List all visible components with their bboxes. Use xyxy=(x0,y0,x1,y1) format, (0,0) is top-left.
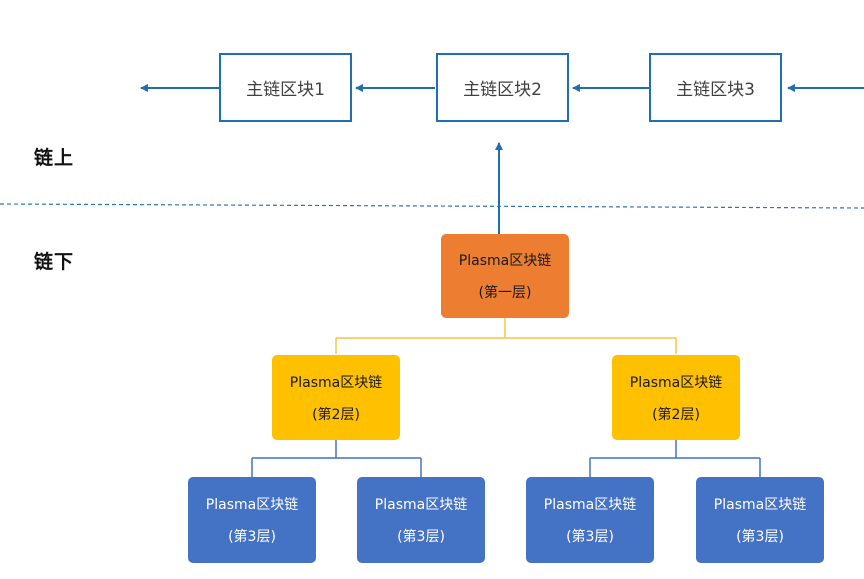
plasma-chain-layer1: Plasma区块链 (第一层) xyxy=(441,234,569,318)
plasma-chain-name: Plasma区块链 xyxy=(289,374,383,391)
plasma-chain-layer3-2: Plasma区块链 (第3层) xyxy=(357,477,485,563)
onchain-offchain-divider xyxy=(0,203,864,209)
plasma-chain-layer3-4: Plasma区块链 (第3层) xyxy=(696,477,824,563)
offchain-label: 链下 xyxy=(34,251,75,273)
plasma-chain-name: Plasma区块链 xyxy=(374,497,468,513)
plasma-chain-level: (第3层) xyxy=(566,529,614,545)
connector-layer1-to-layer2 xyxy=(335,318,677,354)
main-chain-block-3: 主链区块3 xyxy=(649,53,782,122)
plasma-chain-name: Plasma区块链 xyxy=(543,497,637,513)
main-chain-block-label: 主链区块1 xyxy=(246,80,325,100)
plasma-chain-name: Plasma区块链 xyxy=(629,374,723,391)
main-chain-block-label: 主链区块3 xyxy=(676,80,755,100)
plasma-chain-level: (第3层) xyxy=(228,529,276,545)
plasma-chain-level: (第一层) xyxy=(478,285,532,301)
plasma-chain-layer3-1: Plasma区块链 (第3层) xyxy=(188,477,316,563)
plasma-chain-name: Plasma区块链 xyxy=(458,253,552,269)
connector-layer2-left-to-layer3 xyxy=(251,440,422,477)
plasma-chain-layer2-right: Plasma区块链 (第2层) xyxy=(612,355,740,440)
plasma-chain-name: Plasma区块链 xyxy=(205,497,299,513)
connector-layer2-right-to-layer3 xyxy=(589,440,761,477)
plasma-chain-name: Plasma区块链 xyxy=(713,497,807,513)
main-chain-block-2: 主链区块2 xyxy=(436,53,569,122)
main-chain-block-1: 主链区块1 xyxy=(219,53,352,122)
onchain-label: 链上 xyxy=(34,147,75,169)
plasma-chain-level: (第2层) xyxy=(652,406,700,423)
main-chain-block-label: 主链区块2 xyxy=(463,80,542,100)
plasma-chain-level: (第3层) xyxy=(397,529,445,545)
plasma-chain-level: (第3层) xyxy=(736,529,784,545)
plasma-chain-layer3-3: Plasma区块链 (第3层) xyxy=(526,477,654,563)
plasma-chain-layer2-left: Plasma区块链 (第2层) xyxy=(272,355,400,440)
plasma-chain-level: (第2层) xyxy=(312,406,360,423)
